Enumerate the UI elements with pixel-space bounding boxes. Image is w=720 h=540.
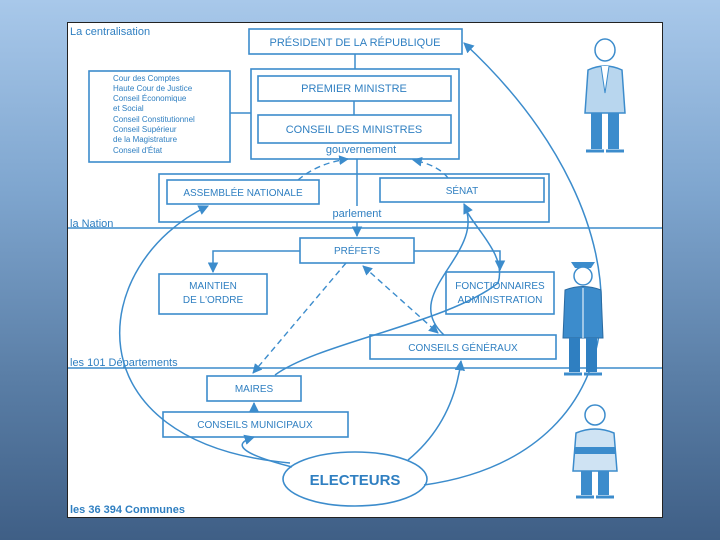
parlement-label: parlement (333, 208, 382, 220)
prefets-to-fonctionnaires-arrow (414, 250, 506, 272)
parlement-frame (158, 173, 550, 223)
assemblee-to-gov-arrow (297, 155, 349, 181)
conseils-generaux-label: CONSEILS GÉNÉRAUX (408, 341, 518, 354)
president-box (248, 28, 463, 55)
prefet-figure-icon (562, 262, 604, 376)
conseils-municipaux-box (162, 411, 349, 438)
institution-item: et Social (113, 104, 144, 113)
fonctionnaires-label-2: ADMINISTRATION (458, 295, 543, 306)
senat-label: SÉNAT (446, 184, 479, 197)
institutions-list: Cour des Comptes Haute Cour de Justice C… (113, 74, 195, 155)
institution-item: Conseil Supérieur (113, 125, 177, 134)
premier-ministre-label: PREMIER MINISTRE (301, 83, 407, 95)
conseil-ministres-label: CONSEIL DES MINISTRES (286, 124, 423, 136)
diagram-slide: La centralisation la Nation les 101 Dépa… (67, 22, 663, 518)
electeurs-to-conseils-generaux-arrow (407, 359, 465, 461)
conseils-municipaux-label: CONSEILS MUNICIPAUX (197, 420, 313, 431)
prefets-conseils-dashed-arrow (362, 265, 439, 334)
senat-box (379, 177, 545, 203)
senat-to-gov-arrow (412, 156, 449, 179)
prefets-to-maintien-arrow (207, 250, 300, 274)
prefets-label: PRÉFETS (334, 244, 380, 257)
electeurs-to-assemblee-arrow (118, 205, 291, 464)
maintien-box (158, 273, 268, 315)
maires-box (206, 375, 302, 402)
maintien-label: MAINTIEN (189, 281, 237, 292)
maire-figure-icon (572, 404, 618, 499)
president-figure-icon (584, 38, 626, 153)
institution-item: Conseil Économique (113, 94, 187, 103)
electeurs-to-municipaux-arrow (241, 434, 293, 468)
gouvernement-label: gouvernement (326, 144, 396, 156)
electeurs-ellipse (282, 451, 428, 507)
maires-label: MAIRES (235, 384, 274, 395)
maintien-label-2: DE L'ORDRE (183, 295, 244, 306)
fonctionnaires-label: FONCTIONNAIRES (455, 281, 545, 292)
assemblee-label: ASSEMBLÉE NATIONALE (183, 186, 303, 199)
centralisation-diagram: La centralisation la Nation les 101 Dépa… (68, 26, 662, 516)
maires-to-senat-line (274, 203, 501, 376)
institution-item: Haute Cour de Justice (113, 84, 193, 93)
gouvernement-frame (250, 68, 460, 160)
institution-item: de la Magistrature (113, 135, 178, 144)
institution-item: Conseil Constitutionnel (113, 115, 195, 124)
institution-item: Conseil d'État (113, 146, 163, 155)
president-label: PRÉSIDENT DE LA RÉPUBLIQUE (270, 36, 441, 49)
zone-label-communes: les 36 394 Communes (70, 504, 185, 516)
premier-ministre-box (257, 75, 452, 102)
prefets-to-maires-dashed-arrow (252, 262, 347, 374)
conseil-ministres-box (257, 114, 452, 144)
zone-label-centralisation: La centralisation (70, 26, 150, 38)
assemblee-box (166, 179, 320, 205)
zone-label-nation: la Nation (70, 218, 113, 230)
conseils-generaux-to-senat-arrow (429, 203, 473, 336)
institutions-box (88, 70, 231, 163)
conseils-generaux-box (369, 334, 557, 360)
fonctionnaires-box (445, 271, 555, 315)
electeurs-label: ELECTEURS (310, 472, 401, 489)
institution-item: Cour des Comptes (113, 74, 180, 83)
